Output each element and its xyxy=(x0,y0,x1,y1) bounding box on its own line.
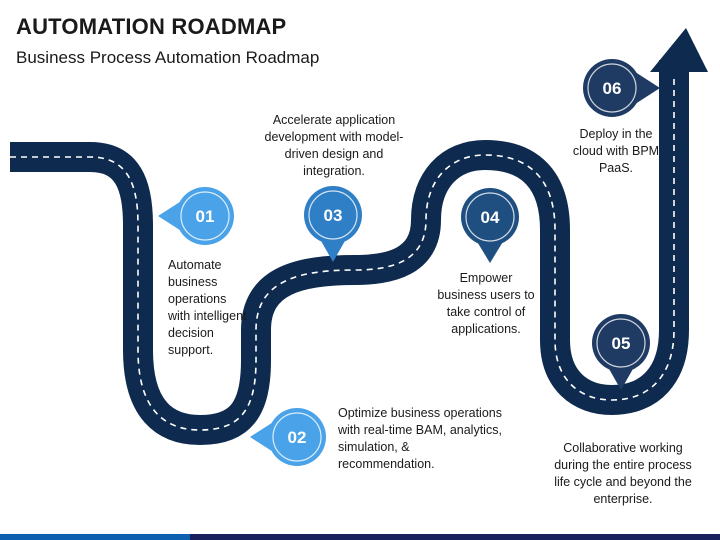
page-subtitle: Business Process Automation Roadmap xyxy=(16,48,320,67)
step-02-marker: 02 xyxy=(250,408,326,466)
step-03-description: Accelerate application development with … xyxy=(264,113,404,178)
step-04-number: 04 xyxy=(481,208,500,227)
step-01-marker: 01 xyxy=(158,187,234,245)
step-06-marker: 06 xyxy=(583,59,660,117)
step-03-number: 03 xyxy=(324,206,343,225)
step-06-description: Deploy in the cloud with BPM PaaS. xyxy=(572,127,660,175)
step-01-number: 01 xyxy=(196,207,215,226)
footer-bar-main xyxy=(190,534,720,540)
step-05-description: Collaborative working during the entire … xyxy=(554,441,692,506)
step-04-marker: 04 xyxy=(461,188,519,263)
step-01-description: Automate business operations with intell… xyxy=(168,258,247,357)
step-05-number: 05 xyxy=(612,334,631,353)
road-arrowhead xyxy=(650,28,708,72)
step-06-number: 06 xyxy=(603,79,622,98)
step-03-marker: 03 xyxy=(304,186,362,262)
road-center-line xyxy=(10,75,675,431)
footer-bar-accent xyxy=(0,534,190,540)
footer-bar xyxy=(0,534,720,540)
step-02-description: Optimize business operations with real-t… xyxy=(338,406,502,471)
step-02-number: 02 xyxy=(288,428,307,447)
step-05-marker: 05 xyxy=(592,314,650,390)
step-04-description: Empower business users to take control o… xyxy=(437,271,535,336)
page-title: AUTOMATION ROADMAP xyxy=(16,14,287,39)
